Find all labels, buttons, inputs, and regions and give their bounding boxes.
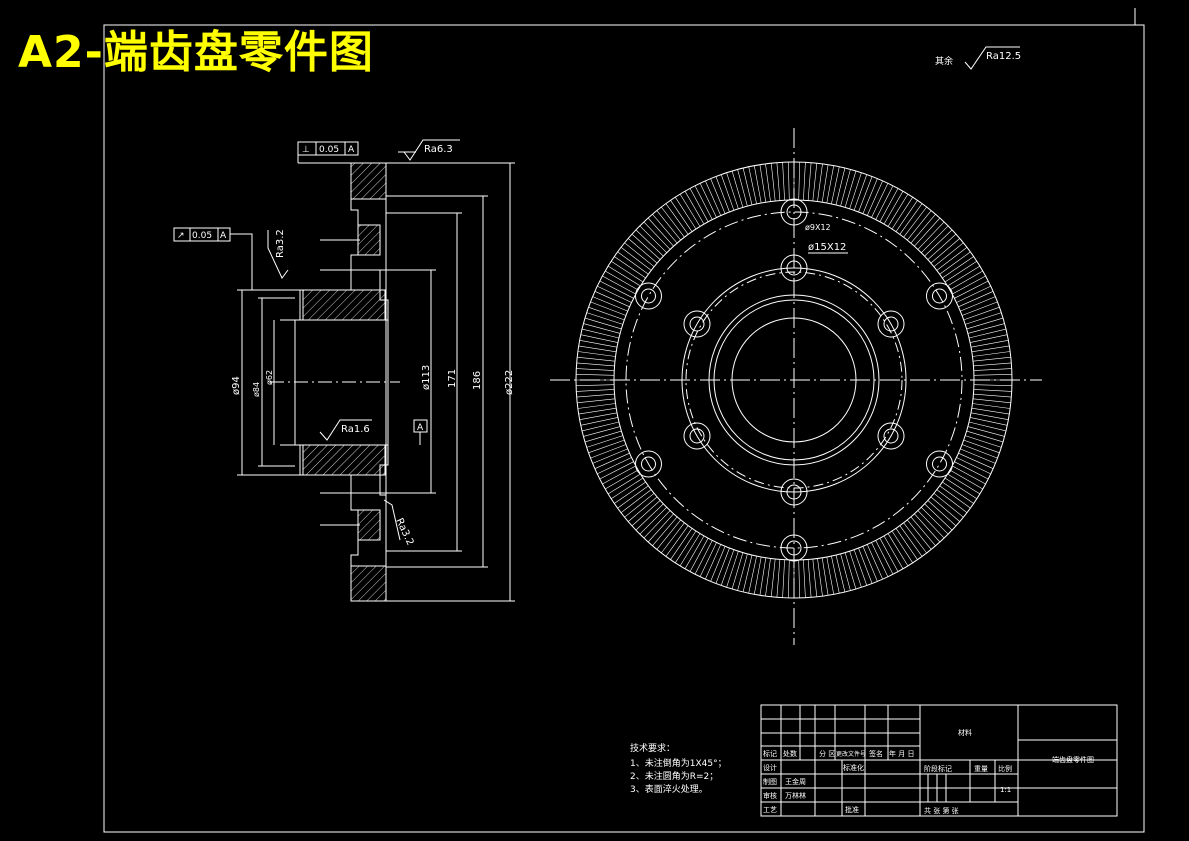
dim-d94: ø94 — [231, 376, 242, 395]
outer-bolt-hole-inner — [786, 204, 802, 220]
datum-a: A — [413, 419, 428, 445]
inner-bolt-hole — [780, 254, 808, 282]
outer-bolt-hole-inner — [786, 540, 802, 556]
perp-value: 0.05 — [319, 145, 339, 155]
svg-text:↗: ↗ — [177, 231, 185, 241]
inner-bolt-hole — [683, 422, 711, 450]
tech-item-1: 1、未注倒角为1X45°； — [630, 757, 727, 769]
drawing-title: A2-端齿盘零件图 — [18, 27, 374, 78]
dim-d222: ø222 — [504, 370, 515, 395]
perpendicularity-frame: ⊥ 0.05 A — [297, 141, 359, 164]
dim-186: 186 — [472, 371, 483, 390]
outer-bolt-hole-inner — [641, 456, 656, 472]
runout-datum: A — [220, 231, 227, 241]
svg-text:Ra1.6: Ra1.6 — [341, 424, 370, 435]
svg-text:A: A — [417, 423, 424, 433]
outer-bolt-hole — [926, 282, 953, 310]
svg-text:⊥: ⊥ — [302, 145, 310, 155]
svg-text:标记: 标记 — [763, 749, 777, 758]
svg-text:阶段标记: 阶段标记 — [924, 764, 952, 773]
lower-hub-hatch — [302, 444, 386, 476]
tech-requirements: 技术要求： 1、未注倒角为1X45°； 2、未注圆角为R=2； 3、表面淬火处理… — [630, 742, 727, 795]
section-view: ø222 186 171 ø113 ø94 ø84 ø62 ⊥ — [173, 139, 515, 602]
svg-text:重量: 重量 — [974, 765, 988, 773]
roughness-left-upper: Ra3.2 — [267, 229, 289, 279]
svg-text:审核: 审核 — [763, 791, 777, 800]
svg-text:工艺: 工艺 — [763, 806, 777, 814]
svg-text:处数: 处数 — [783, 749, 797, 758]
outer-bolt-hole — [780, 534, 808, 562]
upper-flange-hatch — [350, 162, 387, 200]
perp-datum: A — [348, 145, 355, 155]
lower-flange-hatch — [350, 565, 387, 602]
svg-text:万林林: 万林林 — [785, 791, 806, 800]
svg-text:材料: 材料 — [958, 728, 972, 737]
upper-web-hatch — [357, 224, 381, 256]
outer-bolt-hole — [780, 198, 808, 226]
dim-d113: ø113 — [421, 365, 432, 390]
svg-text:签名: 签名 — [869, 749, 883, 758]
svg-text:批准: 批准 — [845, 805, 859, 814]
svg-text:Ra3.2: Ra3.2 — [393, 517, 415, 548]
svg-text:设计: 设计 — [763, 763, 777, 772]
roughness-bore: Ra1.6 — [319, 419, 372, 441]
roughness-right-lower: Ra3.2 — [383, 499, 415, 548]
svg-text:标准化: 标准化 — [843, 763, 864, 772]
svg-text:分 区: 分 区 — [819, 749, 835, 758]
inner-bolt-hole — [780, 478, 808, 506]
lower-web-hatch — [357, 509, 381, 541]
svg-text:年 月 日: 年 月 日 — [889, 749, 914, 758]
front-view — [550, 128, 1042, 645]
svg-text:Ra6.3: Ra6.3 — [424, 144, 453, 155]
outer-bolt-hole-inner — [932, 288, 947, 304]
title-block: 材料 端齿盘零件图 标记 处数 分 区 更改文件号 签名 年 月 日 设计 标准… — [760, 704, 1118, 817]
svg-text:比例: 比例 — [998, 764, 1012, 773]
roughness-other: 其余 Ra12.5 — [935, 46, 1021, 70]
upper-hub-hatch — [302, 289, 386, 321]
svg-text:Ra3.2: Ra3.2 — [275, 229, 286, 258]
svg-text:1:1: 1:1 — [1000, 786, 1011, 794]
outer-bolt-hole — [635, 282, 662, 310]
inner-bolt-hole-inner — [689, 428, 705, 444]
tech-item-3: 3、表面淬火处理。 — [630, 783, 708, 795]
svg-text:制图: 制图 — [763, 777, 777, 786]
hole-large-label: ø15X12 — [808, 242, 846, 253]
svg-text:更改文件号: 更改文件号 — [836, 750, 866, 758]
tech-item-2: 2、未注圆角为R=2； — [630, 770, 718, 782]
svg-text:端齿盘零件图: 端齿盘零件图 — [1052, 755, 1094, 764]
gear-teeth — [576, 162, 1012, 598]
inner-bolt-hole-inner — [786, 260, 802, 276]
outer-bolt-hole-inner — [641, 288, 656, 304]
roughness-other-value: Ra12.5 — [986, 51, 1021, 62]
outer-bolt-hole — [926, 450, 953, 478]
dim-d84: ø84 — [252, 382, 261, 397]
dim-d62: ø62 — [265, 370, 274, 385]
svg-text:共 张 第 张: 共 张 第 张 — [924, 806, 959, 815]
inner-bolt-hole-inner — [786, 484, 802, 500]
outer-frame — [103, 24, 1145, 833]
outer-bolt-hole-inner — [932, 456, 947, 472]
roughness-top: Ra6.3 — [398, 139, 460, 161]
svg-text:王金周: 王金周 — [785, 777, 806, 786]
runout-frame: ↗ 0.05 A — [173, 227, 253, 290]
inner-bolt-hole — [877, 310, 905, 338]
runout-value: 0.05 — [192, 231, 212, 241]
roughness-other-label: 其余 — [935, 55, 953, 67]
outer-bolt-hole — [635, 450, 662, 478]
hole-small-label: ø9X12 — [805, 223, 831, 232]
inner-bolt-hole-inner — [883, 428, 899, 444]
inner-bolt-hole-inner — [689, 316, 705, 332]
inner-bolt-hole — [683, 310, 711, 338]
outer-pitch-circle — [625, 211, 963, 549]
inner-bolt-hole — [877, 422, 905, 450]
inner-bolt-hole-inner — [883, 316, 899, 332]
dim-171: 171 — [447, 369, 458, 388]
inner-frame — [104, 25, 1144, 832]
tech-heading: 技术要求： — [630, 742, 675, 754]
